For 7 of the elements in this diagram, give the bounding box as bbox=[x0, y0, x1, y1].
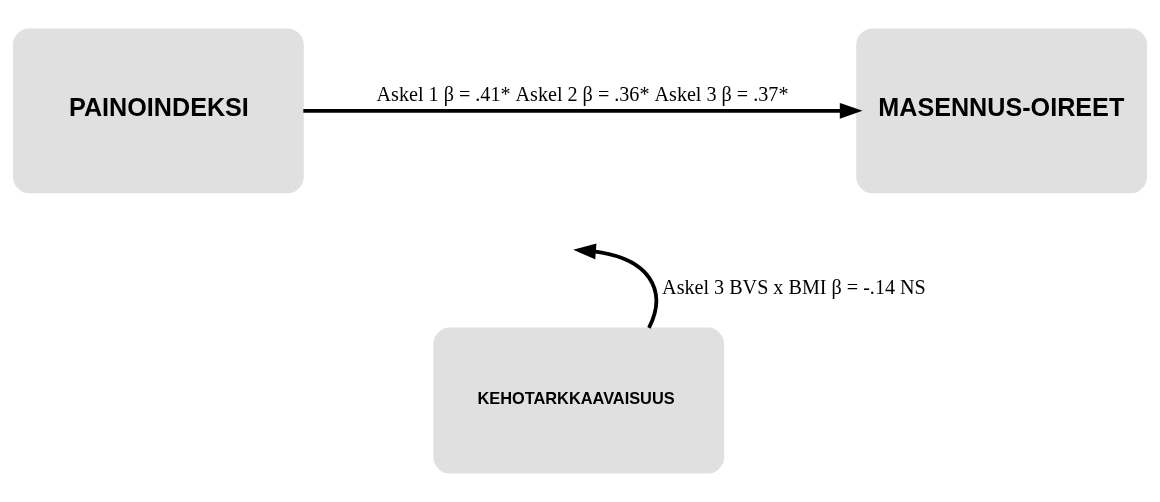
arrow bbox=[303, 102, 863, 119]
node-box: MASENNUS-OIREET bbox=[856, 28, 1147, 194]
node-box: KEHOTARKKAAVAISUUS bbox=[433, 327, 725, 474]
node-box: PAINOINDEKSI bbox=[13, 28, 304, 194]
edge-label: Askel 1 β = .41* Askel 2 β = .36* Askel 3 β = .37* bbox=[376, 82, 789, 105]
arrow bbox=[573, 243, 659, 329]
edge-label: Askel 3 BVS x BMI β = -.14 NS bbox=[662, 275, 926, 298]
